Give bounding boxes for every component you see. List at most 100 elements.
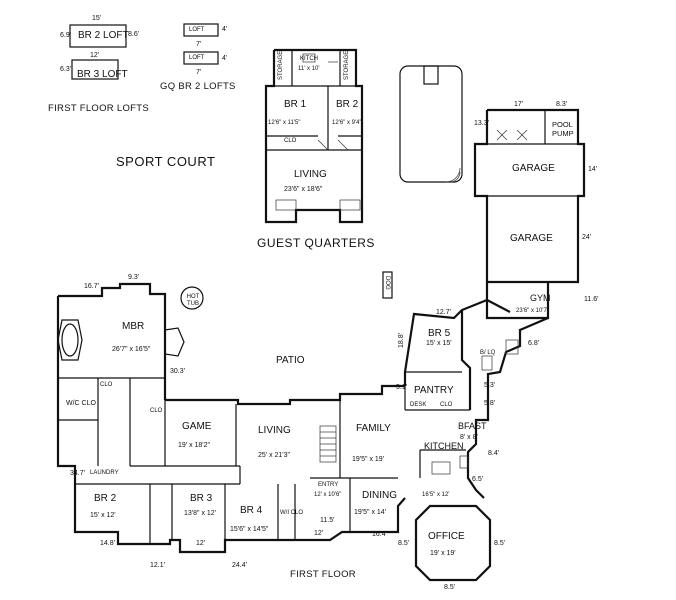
sport-court-caption: SPORT COURT (116, 154, 216, 169)
br4-dim: 15'6" x 14'5" (230, 526, 269, 533)
dim-6-5: 6.5' (472, 476, 484, 483)
gym-dim: 23'6" x 10'7" (516, 308, 549, 314)
wi-clo-label: W/I CLO (280, 510, 304, 516)
br5-left-dim: 18.8' (398, 333, 405, 348)
br4-label: BR 4 (240, 505, 263, 516)
wc-clo-label: W/C CLO (66, 400, 96, 407)
mbr-right-top-dim: 9.3' (128, 274, 140, 281)
dining-dim: 19'5" x 14' (354, 509, 387, 516)
pool (399, 65, 463, 183)
dim-8-5a: 8.5' (398, 540, 410, 547)
dim-12a: 12' (196, 540, 206, 547)
patio-label: PATIO (276, 355, 305, 366)
gq-br1-label: BR 1 (284, 99, 307, 110)
br2-dim: 15' x 12' (90, 512, 116, 519)
mbr-clo-1: CLO (100, 382, 113, 388)
bfast-label: BFAST (458, 421, 487, 431)
bq-label: B/ LQ (480, 350, 496, 356)
kitchen-dim: 16'5" x 12' (422, 492, 450, 498)
dim-5-1: 5.1' (396, 384, 408, 391)
main-house-outline (56, 282, 549, 582)
game-label: GAME (182, 421, 212, 432)
garage-block (473, 108, 586, 320)
office-dim: 19' x 19' (430, 550, 456, 557)
gq-loft-top: LOFT (189, 27, 205, 33)
mbr-dim: 26'7" x 16'5" (112, 346, 151, 353)
gq-loft-top-width: 7' (196, 41, 202, 48)
garage2-label: GARAGE (510, 233, 553, 244)
mbr-top-dim: 16.7' (84, 283, 99, 290)
desk-label: DESK (410, 402, 427, 408)
dim-8-5c: 8.5' (444, 584, 456, 591)
gq-storage-left: STORAGE (278, 50, 284, 80)
dim-24-4: 24.4' (232, 562, 247, 569)
dim-5-8: 5.8' (484, 400, 496, 407)
gym-label: GYM (530, 293, 551, 303)
gq-living-label: LIVING (294, 169, 327, 180)
dim-5-3: 5.3' (484, 382, 496, 389)
mbr-label: MBR (122, 321, 145, 332)
br3-loft-width: 12' (90, 52, 100, 59)
br2-loft-right: 8.6' (128, 31, 140, 38)
br3-label: BR 3 (190, 493, 213, 504)
dim-11-5: 11.5' (320, 517, 335, 524)
garage1-label: GARAGE (512, 163, 555, 174)
gq-clo: CLO (284, 138, 297, 144)
laundry-label: LAUNDRY (90, 470, 119, 476)
family-dim: 19'5" x 19' (352, 456, 385, 463)
dog-run (382, 271, 393, 299)
br2-loft-label: BR 2 LOFT (78, 30, 129, 41)
dim-12b: 12' (314, 530, 324, 537)
gq-storage-right: STORAGE (344, 50, 350, 80)
br3-loft-depth: 6.3' (60, 66, 72, 73)
living-label: LIVING (258, 425, 291, 436)
entry-label: ENTRY (318, 482, 339, 488)
guest-quarters-outline (264, 48, 364, 224)
garage-top-dim-right: 8.3' (556, 101, 568, 108)
dim-16-4: 16.4' (372, 531, 387, 538)
laundry-side-dim: 34.7' (70, 470, 85, 477)
br2-loft-depth: 6.9' (60, 32, 72, 39)
gq-kitch-dim: 11' x 10' (298, 66, 320, 72)
first-floor-lofts (69, 24, 127, 80)
family-label: FAMILY (356, 423, 391, 434)
kitchen-label: KITCHEN (424, 441, 464, 451)
br5-label: BR 5 (428, 328, 451, 339)
br5-dim: 15' x 15' (426, 340, 452, 347)
gq-loft-top-dim: 4' (222, 26, 228, 33)
living-dim: 25' x 21'3" (258, 452, 291, 459)
dog-label: DOG (384, 276, 390, 290)
br3-loft-label: BR 3 LOFT (77, 69, 128, 80)
office-label: OFFICE (428, 531, 465, 542)
bfast-dim: 8' x 8' (460, 434, 478, 441)
dim-14-8: 14.8' (100, 540, 115, 547)
br2-label: BR 2 (94, 493, 117, 504)
gq-kitch: KITCH (300, 56, 318, 62)
gq-br2-label: BR 2 (336, 99, 359, 110)
dim-12-1: 12.1' (150, 562, 165, 569)
game-dim: 19' x 18'2" (178, 442, 211, 449)
gq-br2-lofts-caption: GQ BR 2 LOFTS (160, 81, 236, 92)
garage-top-dim-left: 17' (514, 101, 524, 108)
entry-dim: 12' x 10'6" (314, 492, 342, 498)
gq-loft-bottom: LOFT (189, 55, 205, 61)
gq-lofts (183, 23, 219, 65)
gym-side-dim: 11.6' (584, 296, 599, 303)
garage-left-dim: 13.3' (474, 120, 489, 127)
game-clo: CLO (150, 408, 163, 414)
br3-dim: 13'8" x 12' (184, 510, 217, 517)
dim-8-5b: 8.5' (494, 540, 506, 547)
first-floor-lofts-caption: FIRST FLOOR LOFTS (48, 103, 149, 114)
gq-loft-bottom-width: 7' (196, 69, 202, 76)
mbr-side-dim: 30.3' (170, 368, 185, 375)
pantry-label: PANTRY (414, 385, 454, 396)
gq-living-dim: 23'6" x 18'6" (284, 186, 323, 193)
gq-loft-bottom-dim: 4' (222, 55, 228, 62)
hot-tub-symbol (180, 286, 204, 310)
gq-br2-dim: 12'6" x 9'4" (332, 120, 362, 126)
br2-loft-width: 15' (92, 15, 102, 22)
garage2-dim: 24' (582, 234, 592, 241)
hot-tub-label: HOT TUB (186, 294, 200, 307)
